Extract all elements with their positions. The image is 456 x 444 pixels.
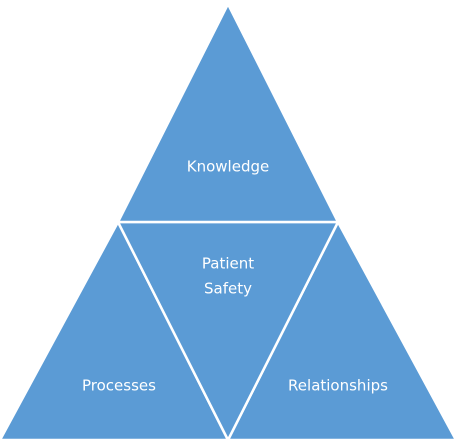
segment-knowledge-label: Knowledge: [187, 158, 269, 176]
segment-patient-safety-label-line2: Safety: [204, 280, 252, 298]
segment-relationships-label: Relationships: [288, 377, 388, 395]
segment-processes-label: Processes: [82, 377, 156, 395]
segment-knowledge-shape: [115, 1, 341, 224]
segment-patient-safety-label-line1: Patient: [202, 255, 254, 273]
